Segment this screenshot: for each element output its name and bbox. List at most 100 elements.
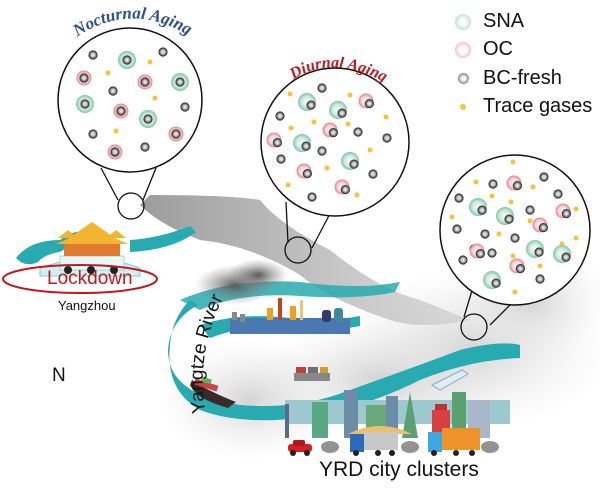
gas-particle [113,128,119,134]
oc-particle [322,122,338,138]
container-ship [294,367,330,381]
bc-particle [275,111,285,121]
bc-particle [535,274,545,284]
city-skyline [285,390,510,439]
lockdown-label: Lockdown [47,268,133,289]
gas-particle [152,95,158,101]
bc-particle [454,193,464,203]
bc-particle [317,83,327,93]
gas-particle [345,121,351,127]
gas-particle [347,92,353,98]
bc-particle [452,224,462,234]
gas-particle [573,206,579,212]
legend-item-bc-fresh: BC-fresh [455,67,562,90]
gas-particle [496,231,502,237]
gas-particle [367,147,373,153]
cruise-ship [430,369,469,391]
gas-particle [510,159,516,165]
yangzhou-label: Yangzhou [58,298,116,313]
sna-particle [553,245,571,263]
gas-particle [288,125,294,131]
bc-particle [480,229,490,239]
bc-particle [553,189,563,199]
sna-particle [483,271,501,289]
cargo-ship [190,376,236,408]
gas-particle [512,289,518,295]
bc-particle [88,50,98,60]
gas-particle [473,179,479,185]
oc-particle [555,203,571,219]
bc-particle [353,127,363,137]
gas-particle [354,192,360,198]
bc-particle [539,172,549,182]
legend-label-trace-gases: Trace gases [483,95,593,117]
oc-particle [358,93,374,109]
bc-particle [510,233,520,243]
oc-particle [76,70,92,86]
vehicles [288,428,499,456]
oc-particle [509,258,525,274]
oc-particle [266,132,282,148]
bc-particle [382,133,392,143]
sna-particle [139,110,157,128]
oc-particle [506,175,522,191]
oc-particle [532,217,548,233]
legend-label-sna: SNA [483,10,525,32]
trace-gas-icon [460,103,466,110]
legend-item-sna: SNA [455,10,524,33]
oc-particle-icon [455,41,471,58]
particle-layer [76,47,579,295]
sna-particle [329,101,347,119]
bc-particle [368,169,378,179]
oc-particle [137,74,153,90]
diurnal-source-circle [284,236,312,264]
sna-particle [298,93,316,111]
sna-particle [118,51,136,69]
legend-label-bc-fresh: BC-fresh [483,67,562,89]
urban-source-circle [460,313,488,341]
oc-particle [107,144,123,160]
bc-particle [158,47,168,57]
bc-particle [108,86,118,96]
gas-particle [530,184,536,190]
oc-particle [168,126,184,142]
sna-particle [496,207,514,225]
gas-particle [105,70,111,76]
gas-particle [147,59,153,65]
bc-particle [458,255,468,265]
gas-particle [537,263,543,269]
sna-particle [526,240,544,258]
gas-particle [527,218,533,224]
bc-particle [180,102,190,112]
gas-particle [383,114,389,120]
bc-particle [276,154,286,164]
gas-particle [508,199,514,205]
urban-magnified-view [439,154,591,306]
north-label: N [52,365,66,386]
yrd-city-clusters-label: YRD city clusters [319,458,479,481]
oc-particle [334,179,350,195]
industrial-plant [195,259,350,334]
sna-particle [293,134,311,152]
bc-particle [307,192,317,202]
bc-particle [317,146,327,156]
bc-particle [487,248,497,258]
gas-particle [285,182,291,188]
oc-particle [296,163,312,179]
gas-particle [449,214,455,220]
legend-item-trace-gases: Trace gases [455,95,592,118]
nocturnal-source-circle [117,192,145,220]
bc-particle [88,129,98,139]
legend-item-oc: OC [455,38,513,61]
bc-particle-icon [458,73,469,84]
oc-particle [113,103,129,119]
gas-particle [311,119,317,125]
sna-particle-icon [455,13,471,30]
bc-particle [525,205,535,215]
gas-particle [510,253,516,259]
sna-particle [341,152,359,170]
sna-particle [76,95,94,113]
lockdown-ring [2,264,158,294]
